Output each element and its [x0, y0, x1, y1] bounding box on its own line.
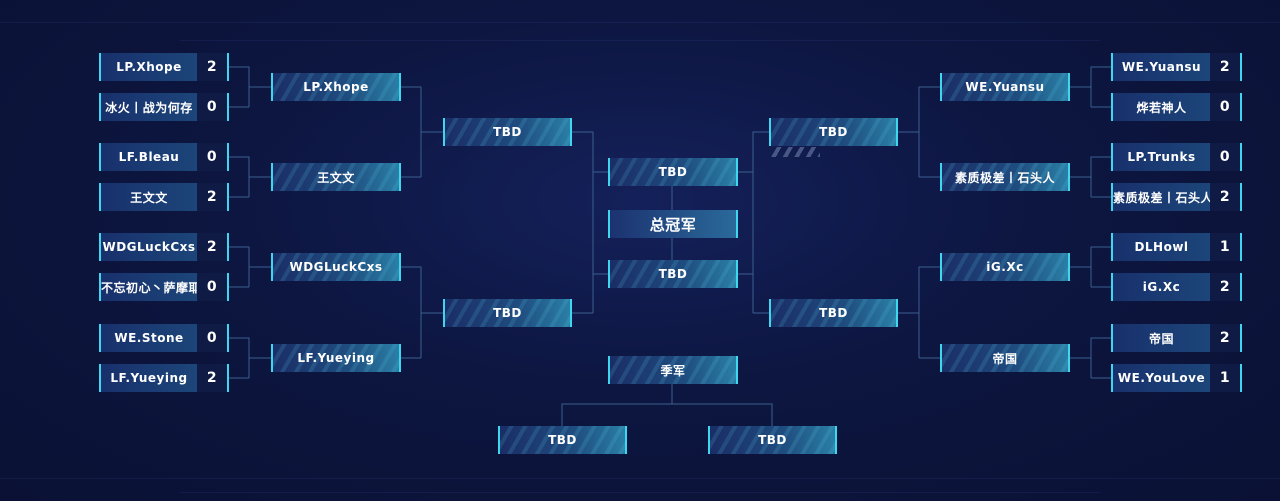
team-name: 王文文 [130, 190, 168, 205]
team-name: LP.Xhope [116, 60, 182, 74]
final-slot-bottom[interactable]: TBD [608, 260, 738, 288]
team-score: 2 [197, 53, 227, 81]
slot-label: TBD [658, 165, 688, 179]
slot-label: TBD [758, 433, 787, 447]
decorative-stripes [770, 147, 820, 157]
right-r3-slot2[interactable]: TBD [769, 299, 898, 327]
slot-label: 帝国 [992, 351, 1018, 366]
team-score: 2 [1210, 324, 1240, 352]
right-r1-match3-team2[interactable]: iG.Xc 2 [1111, 273, 1242, 301]
right-r2-slot3[interactable]: iG.Xc [940, 253, 1070, 281]
slot-label: TBD [658, 267, 688, 281]
team-score: 0 [1210, 93, 1240, 121]
team-score: 2 [197, 183, 227, 211]
team-name: LF.Bleau [118, 150, 180, 164]
right-r2-slot2[interactable]: 素质极差丨石头人 [940, 163, 1070, 191]
left-r2-slot1[interactable]: LP.Xhope [271, 73, 401, 101]
left-r1-match3-team2[interactable]: 不忘初心丶萨摩耶 0 [99, 273, 229, 301]
slot-label: TBD [493, 306, 522, 320]
champion-label: 总冠军 [649, 215, 697, 234]
slot-label: TBD [819, 306, 848, 320]
left-r3-slot1[interactable]: TBD [443, 118, 572, 146]
team-name: LP.Trunks [1127, 150, 1196, 164]
right-r2-slot1[interactable]: WE.Yuansu [940, 73, 1070, 101]
team-score: 1 [1210, 364, 1240, 392]
right-r1-match2-team1[interactable]: LP.Trunks 0 [1111, 143, 1242, 171]
third-place-label: 季军 [660, 363, 686, 378]
team-score: 2 [197, 233, 227, 261]
slot-label: LP.Xhope [303, 80, 369, 94]
slot-label: 素质极差丨石头人 [954, 170, 1055, 185]
team-score: 2 [1210, 53, 1240, 81]
team-score: 0 [197, 93, 227, 121]
right-r1-match2-team2[interactable]: 素质极差丨石头人 2 [1111, 183, 1242, 211]
left-r2-slot2[interactable]: 王文文 [271, 163, 401, 191]
team-score: 0 [1210, 143, 1240, 171]
slot-label: 王文文 [317, 170, 355, 185]
left-r1-match4-team1[interactable]: WE.Stone 0 [99, 324, 229, 352]
left-r1-match1-team2[interactable]: 冰火丨战为何存 0 [99, 93, 229, 121]
team-name: 素质极差丨石头人 [1113, 190, 1210, 205]
team-score: 2 [1210, 273, 1240, 301]
final-slot-top[interactable]: TBD [608, 158, 738, 186]
left-r1-match3-team1[interactable]: WDGLuckCxs 2 [99, 233, 229, 261]
left-r1-match2-team1[interactable]: LF.Bleau 0 [99, 143, 229, 171]
team-score: 0 [197, 273, 227, 301]
slot-label: WE.Yuansu [965, 80, 1045, 94]
left-r3-slot2[interactable]: TBD [443, 299, 572, 327]
right-r1-match4-team1[interactable]: 帝国 2 [1111, 324, 1242, 352]
left-r2-slot3[interactable]: WDGLuckCxs [271, 253, 401, 281]
right-r1-match1-team2[interactable]: 烨若神人 0 [1111, 93, 1242, 121]
slot-label: WDGLuckCxs [289, 260, 383, 274]
slot-label: TBD [819, 125, 848, 139]
slot-label: LF.Yueying [297, 351, 375, 365]
team-score: 2 [1210, 183, 1240, 211]
team-name: iG.Xc [1142, 280, 1181, 294]
third-place-slot-right[interactable]: TBD [708, 426, 837, 454]
background-line [0, 22, 1280, 23]
left-r1-match4-team2[interactable]: LF.Yueying 2 [99, 364, 229, 392]
third-place-slot-left[interactable]: TBD [498, 426, 627, 454]
team-name: WE.YouLove [1117, 371, 1206, 385]
team-name: WE.Stone [114, 331, 184, 345]
team-score: 0 [197, 324, 227, 352]
team-name: LF.Yueying [110, 371, 188, 385]
team-name: 烨若神人 [1136, 100, 1187, 115]
background-line [0, 478, 1280, 479]
champion-box[interactable]: 总冠军 [608, 210, 738, 238]
team-score: 2 [197, 364, 227, 392]
team-name: 不忘初心丶萨摩耶 [101, 280, 197, 295]
slot-label: TBD [493, 125, 522, 139]
background-line [180, 492, 1100, 493]
slot-label: TBD [548, 433, 577, 447]
background-line [180, 40, 1100, 41]
right-r2-slot4[interactable]: 帝国 [940, 344, 1070, 372]
team-name: 冰火丨战为何存 [105, 100, 193, 115]
team-score: 1 [1210, 233, 1240, 261]
team-score: 0 [197, 143, 227, 171]
right-r3-slot1[interactable]: TBD [769, 118, 898, 146]
team-name: WE.Yuansu [1121, 60, 1202, 74]
right-r1-match4-team2[interactable]: WE.YouLove 1 [1111, 364, 1242, 392]
left-r2-slot4[interactable]: LF.Yueying [271, 344, 401, 372]
right-r1-match3-team1[interactable]: DLHowl 1 [1111, 233, 1242, 261]
slot-label: iG.Xc [986, 260, 1024, 274]
left-r1-match2-team2[interactable]: 王文文 2 [99, 183, 229, 211]
third-place-box[interactable]: 季军 [608, 356, 738, 384]
team-name: 帝国 [1148, 331, 1174, 346]
left-r1-match1-team1[interactable]: LP.Xhope 2 [99, 53, 229, 81]
right-r1-match1-team1[interactable]: WE.Yuansu 2 [1111, 53, 1242, 81]
team-name: WDGLuckCxs [102, 240, 196, 254]
team-name: DLHowl [1134, 240, 1189, 254]
